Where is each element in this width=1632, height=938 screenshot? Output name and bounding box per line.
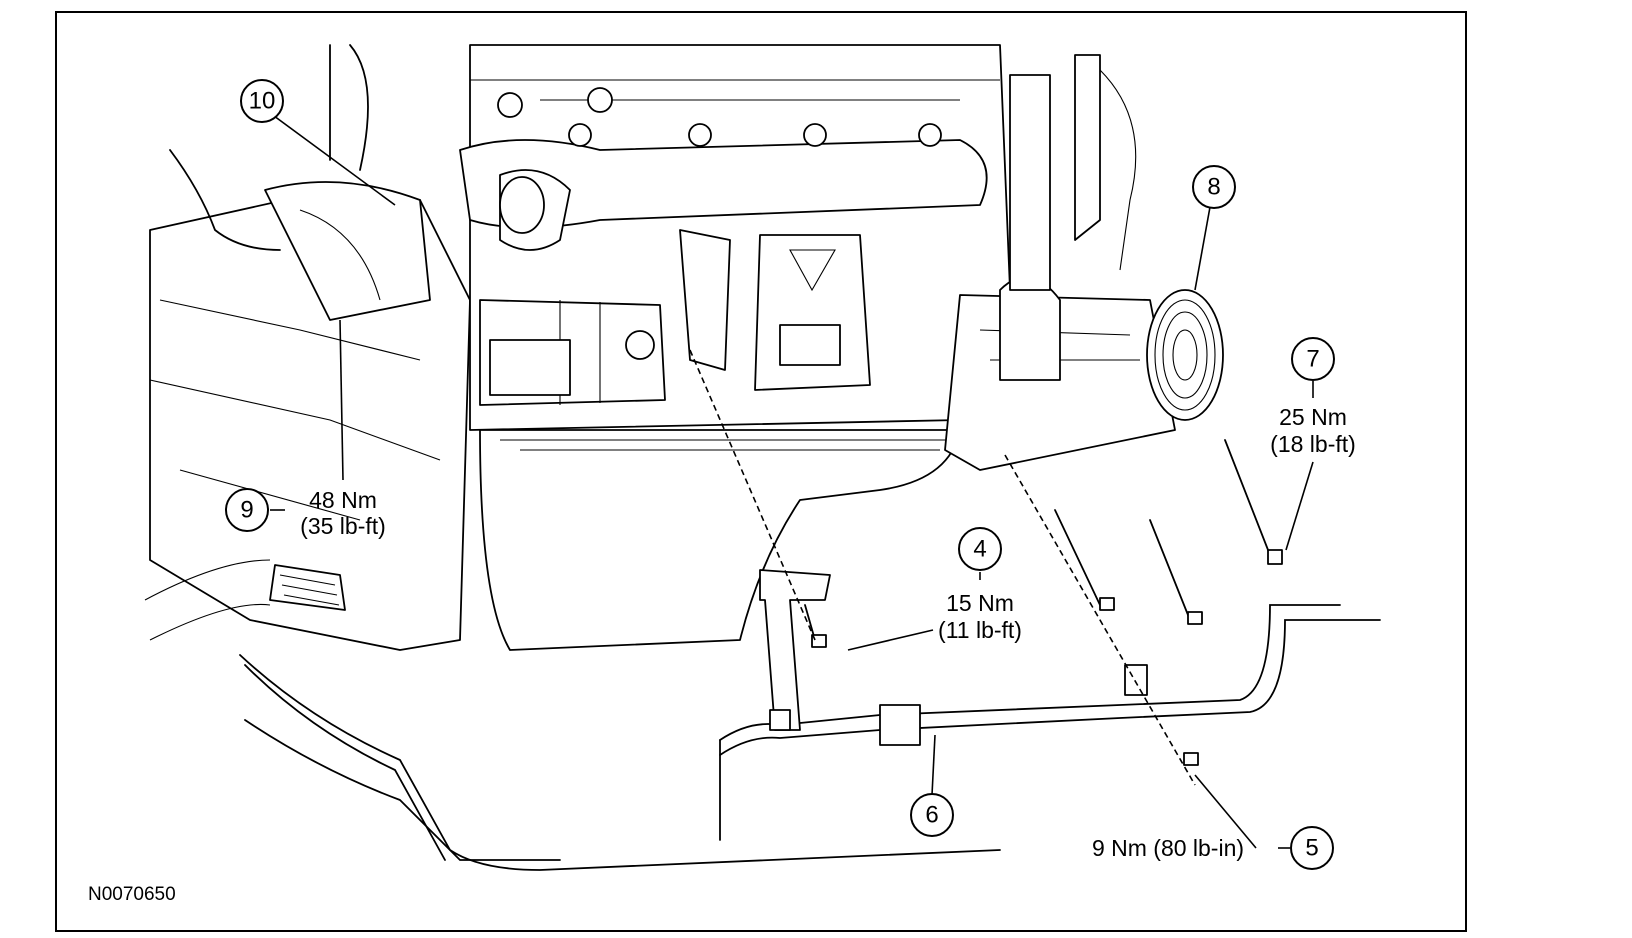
callout-5: 5 9 Nm (80 lb-in) bbox=[1092, 826, 1334, 870]
callout-8: 8 bbox=[1192, 165, 1236, 209]
callout-7: 7 25 Nm (18 lb-ft) bbox=[1270, 337, 1356, 457]
svg-text:7: 7 bbox=[1306, 346, 1319, 373]
torque-value: 25 Nm bbox=[1279, 404, 1347, 430]
callout-4: 4 15 Nm (11 lb-ft) bbox=[938, 527, 1022, 643]
torque-imperial: (35 lb-ft) bbox=[300, 513, 386, 539]
engine-illustration bbox=[144, 44, 1381, 871]
leader-lines bbox=[269, 112, 1314, 849]
svg-text:10: 10 bbox=[249, 88, 276, 115]
torque-value: 15 Nm bbox=[946, 590, 1014, 616]
svg-text:8: 8 bbox=[1207, 174, 1220, 201]
callout-10: 10 bbox=[240, 79, 284, 123]
figure-code: N0070650 bbox=[88, 884, 176, 905]
callout-9: 9 48 Nm (35 lb-ft) bbox=[225, 487, 386, 539]
svg-text:5: 5 bbox=[1305, 835, 1318, 862]
svg-text:6: 6 bbox=[925, 802, 938, 829]
torque-value: 48 Nm bbox=[309, 487, 377, 513]
svg-text:9: 9 bbox=[240, 497, 253, 524]
torque-imperial: (11 lb-ft) bbox=[938, 617, 1022, 643]
svg-text:4: 4 bbox=[973, 536, 986, 563]
callout-6: 6 bbox=[910, 793, 954, 837]
torque-imperial: (18 lb-ft) bbox=[1270, 431, 1356, 457]
torque-value: 9 Nm (80 lb-in) bbox=[1092, 835, 1244, 861]
